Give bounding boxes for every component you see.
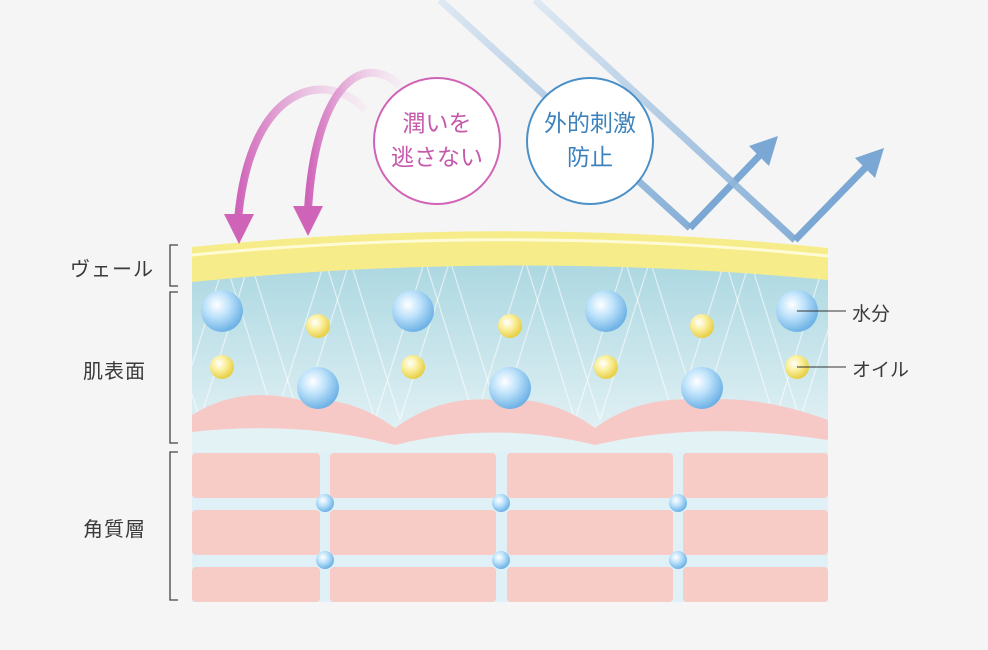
intercellular-drop	[492, 494, 510, 512]
cell	[683, 510, 828, 555]
surface-bracket	[169, 291, 178, 444]
cell	[192, 567, 320, 602]
arrow-head-icon	[293, 206, 323, 236]
cell	[683, 453, 828, 498]
stimulus-badge: 外的刺激 防止	[526, 77, 654, 205]
corneum-bracket	[169, 451, 178, 601]
veil-layer	[191, 231, 829, 282]
cell	[330, 453, 496, 498]
cell	[330, 510, 496, 555]
cell	[192, 453, 320, 498]
stratum-corneum-label: 角質層	[83, 517, 146, 541]
stimulus-arrows	[437, 0, 884, 243]
corneum-layer	[192, 452, 828, 602]
arrow-head-icon	[749, 136, 778, 166]
water-drop	[392, 290, 434, 332]
intercellular-drop	[492, 551, 510, 569]
layer-brackets	[169, 244, 178, 601]
oil-drop	[690, 314, 714, 338]
intercellular-drop	[669, 551, 687, 569]
oil-drop	[210, 355, 234, 379]
intercellular-drop	[316, 551, 334, 569]
moisture-arrows	[224, 68, 403, 244]
cell	[507, 453, 673, 498]
cell	[507, 567, 673, 602]
oil-drop	[401, 355, 425, 379]
moisture-badge-line1: 潤いを	[402, 111, 472, 137]
water-drop	[201, 290, 243, 332]
arrow-head-icon	[224, 214, 254, 244]
veil-label: ヴェール	[70, 257, 154, 281]
oil-drop	[498, 314, 522, 338]
water-label: 水分	[852, 303, 891, 325]
water-drop	[489, 367, 531, 409]
cell	[192, 510, 320, 555]
moisture-badge: 潤いを 逃さない	[373, 77, 501, 205]
water-drop	[681, 367, 723, 409]
stimulus-badge-line1: 外的刺激	[544, 111, 636, 137]
moisture-badge-line2: 逃さない	[391, 145, 483, 171]
water-drop	[585, 290, 627, 332]
oil-drop	[594, 355, 618, 379]
cell	[507, 510, 673, 555]
intercellular-drop	[316, 494, 334, 512]
oil-label: オイル	[852, 359, 910, 381]
intercellular-drop	[669, 494, 687, 512]
oil-drop	[306, 314, 330, 338]
veil-bracket	[169, 244, 178, 287]
stimulus-badge-line2: 防止	[567, 145, 613, 171]
skin-surface-layer	[192, 252, 828, 452]
cell	[683, 567, 828, 602]
arrow-head-icon	[855, 148, 884, 178]
cell	[330, 567, 496, 602]
skin-surface-label: 肌表面	[83, 359, 146, 383]
water-drop	[297, 367, 339, 409]
